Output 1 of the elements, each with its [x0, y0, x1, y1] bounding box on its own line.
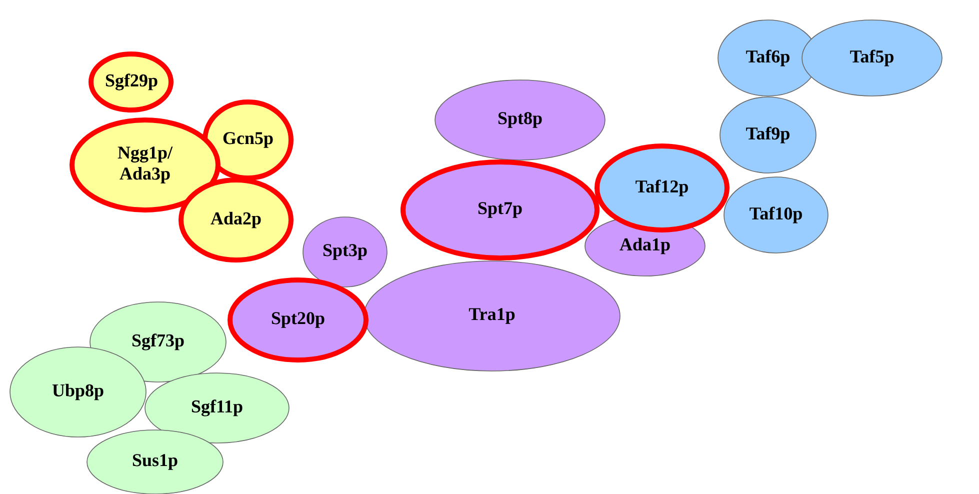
- node-label: Sus1p: [132, 454, 178, 470]
